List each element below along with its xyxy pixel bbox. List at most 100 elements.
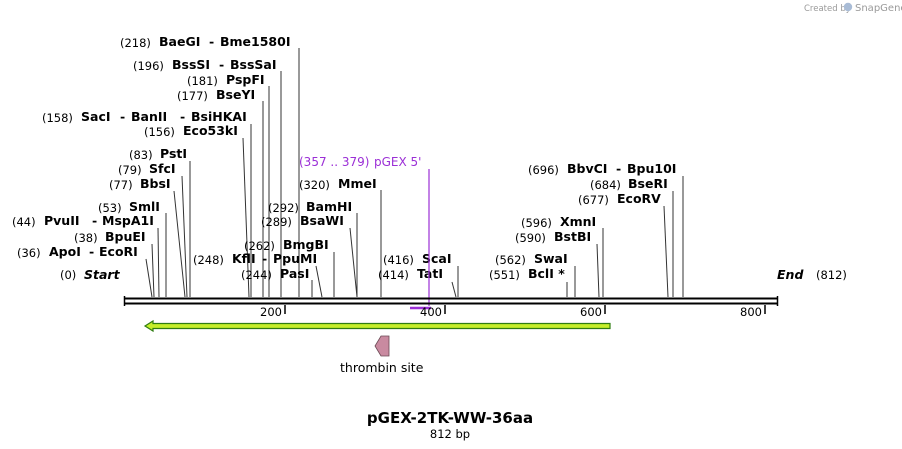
created-by-text: Created by (804, 4, 851, 14)
site-name: PasI (280, 266, 309, 281)
site-name: BbvCI (567, 161, 607, 176)
site-name: KflI (232, 251, 256, 266)
site-158: (158) SacI - BanII - BsiHKAI (42, 109, 247, 125)
site-name: TatI (417, 266, 443, 281)
site-677: (677) EcoRV (578, 191, 661, 207)
svg-text:-: - (219, 57, 224, 72)
site-name: EcoRV (617, 191, 661, 206)
site-684: (684) BseRI (590, 176, 668, 192)
svg-text:-: - (89, 244, 94, 259)
site-416: (416) ScaI (383, 251, 452, 267)
site-position: (414) (378, 268, 409, 282)
site-156: (156) Eco53kI (144, 123, 238, 139)
leader-38 (151, 243, 155, 298)
site-name: BseRI (628, 176, 668, 191)
snapgene-logo-icon (843, 2, 853, 12)
site-position: (83) (129, 148, 153, 162)
site-414: (414) TatI (378, 266, 443, 282)
site-562: (562) SwaI (495, 251, 568, 267)
site-position: (677) (578, 193, 609, 207)
start-label: (0) Start (60, 267, 121, 282)
site-289: (289) BsaWI (261, 213, 344, 229)
site-name: BaeGI (159, 34, 200, 49)
svg-text:-: - (120, 109, 125, 124)
svg-text:-: - (180, 109, 185, 124)
thrombin-site-arrow (374, 335, 390, 357)
site-196: (196) BssSI - BssSaI (133, 57, 277, 73)
svg-text:-: - (92, 213, 97, 228)
site-83: (83) PstI (129, 146, 187, 162)
site-name: SwaI (534, 251, 568, 266)
site-177: (177) BseYI (177, 87, 255, 103)
site-77: (77) BbsI (109, 176, 171, 192)
site-position: (158) (42, 111, 73, 125)
leader-677 (663, 205, 669, 298)
site-name: XmnI (560, 214, 596, 229)
site-position: (551) (489, 268, 520, 282)
site-596: (596) XmnI (521, 214, 596, 230)
site-position: (289) (261, 215, 292, 229)
tick-label: 600 (580, 305, 602, 319)
snapgene-logo-text: SnapGene (855, 3, 902, 14)
site-name: Eco53kI (183, 123, 238, 138)
start-text: Start (84, 267, 121, 282)
site-262: (262) BmgBI (244, 237, 329, 253)
end-label: End (812) (777, 267, 847, 282)
site-name: BmgBI (283, 237, 329, 252)
site-44: (44) PvuII - MspA1I (12, 213, 154, 229)
site-position: (77) (109, 178, 133, 192)
site-36: (36) ApoI - EcoRI (17, 244, 138, 260)
site-position: (53) (98, 201, 122, 215)
site-name: PspFI (226, 72, 265, 87)
site-79: (79) SfcI (118, 161, 176, 177)
leader-590 (596, 243, 600, 298)
site-position: (562) (495, 253, 526, 267)
site-position: (590) (515, 231, 546, 245)
site-position: (596) (521, 216, 552, 230)
leader-156 (242, 137, 250, 298)
site-244: (244) PasI (241, 266, 309, 282)
site-name: PstI (160, 146, 187, 161)
site-position: (79) (118, 163, 142, 177)
site-position: (177) (177, 89, 208, 103)
site-248: (248) KflI - PpuMI (193, 251, 317, 267)
svg-text:-: - (616, 161, 621, 176)
svg-text:-: - (262, 251, 267, 266)
site-name: BssSI (172, 57, 210, 72)
site-position: (292) (268, 201, 299, 215)
primer-range: (357 .. 379) (299, 155, 369, 169)
tick-label: 400 (420, 305, 442, 319)
leader-77 (173, 190, 186, 298)
site-leader-lines (145, 48, 684, 298)
site-name: ApoI (49, 244, 81, 259)
site-name: BsaWI (300, 213, 344, 228)
site-name: BseYI (216, 87, 255, 102)
end-position: (812) (816, 268, 847, 282)
site-218: (218) BaeGI - Bme1580I (120, 34, 290, 50)
leader-289 (349, 227, 358, 298)
tick-label: 200 (260, 305, 282, 319)
site-name: BamHI (306, 199, 352, 214)
site-name: BsiHKAI (191, 109, 247, 124)
site-position: (36) (17, 246, 41, 260)
primer-pgex5: (357 .. 379) pGEX 5' (299, 155, 431, 310)
site-position: (218) (120, 36, 151, 50)
leader-44 (157, 227, 160, 298)
site-181: (181) PspFI (187, 72, 265, 88)
leader-79 (181, 175, 188, 298)
site-38: (38) BpuEI (74, 229, 146, 245)
site-position: (416) (383, 253, 414, 267)
site-name: Bpu10I (627, 161, 676, 176)
site-position: (196) (133, 59, 164, 73)
svg-text:-: - (209, 34, 214, 49)
tick-label: 800 (740, 305, 762, 319)
orf-arrow (143, 319, 611, 333)
site-name: SacI (81, 109, 111, 124)
site-name: SmlI (129, 199, 160, 214)
site-name: EcoRI (99, 244, 138, 259)
site-551: (551) BclI * (489, 266, 565, 282)
site-320: (320) MmeI (299, 176, 377, 192)
leader-414 (451, 281, 457, 298)
site-position: (156) (144, 125, 175, 139)
site-position: (696) (528, 163, 559, 177)
